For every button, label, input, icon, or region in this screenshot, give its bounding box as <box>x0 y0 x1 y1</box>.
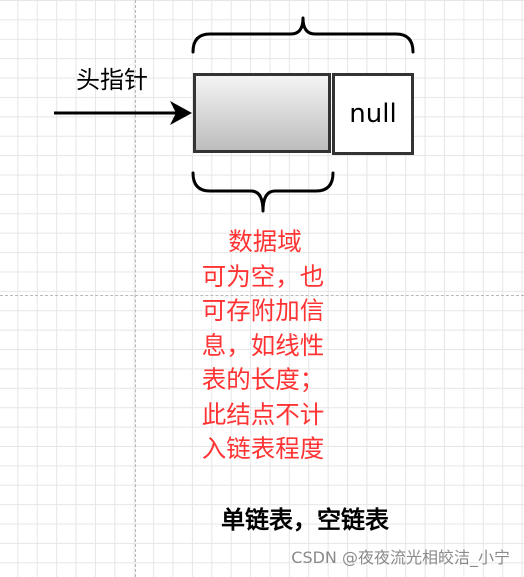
head-pointer-label: 头指针 <box>76 66 148 94</box>
data-field-description: 可为空，也可存附加信息，如线性表的长度；此结点不计入链表程度 <box>201 261 325 464</box>
watermark: CSDN @夜夜流光相皎洁_小宁 <box>291 548 510 567</box>
data-field-annotation: 数据域 可为空，也可存附加信息，如线性表的长度；此结点不计入链表程度 <box>185 225 345 467</box>
top-brace <box>191 16 415 54</box>
node-data-field <box>193 73 331 153</box>
data-field-title: 数据域 <box>228 227 302 256</box>
null-value: null <box>349 99 397 129</box>
diagram-caption: 单链表，空链表 <box>221 506 389 534</box>
horizontal-guide-line <box>0 295 524 296</box>
vertical-guide-line <box>135 0 136 577</box>
node-next-field: null <box>332 73 414 155</box>
head-pointer-arrow <box>54 101 192 125</box>
data-field-brace <box>191 171 335 213</box>
